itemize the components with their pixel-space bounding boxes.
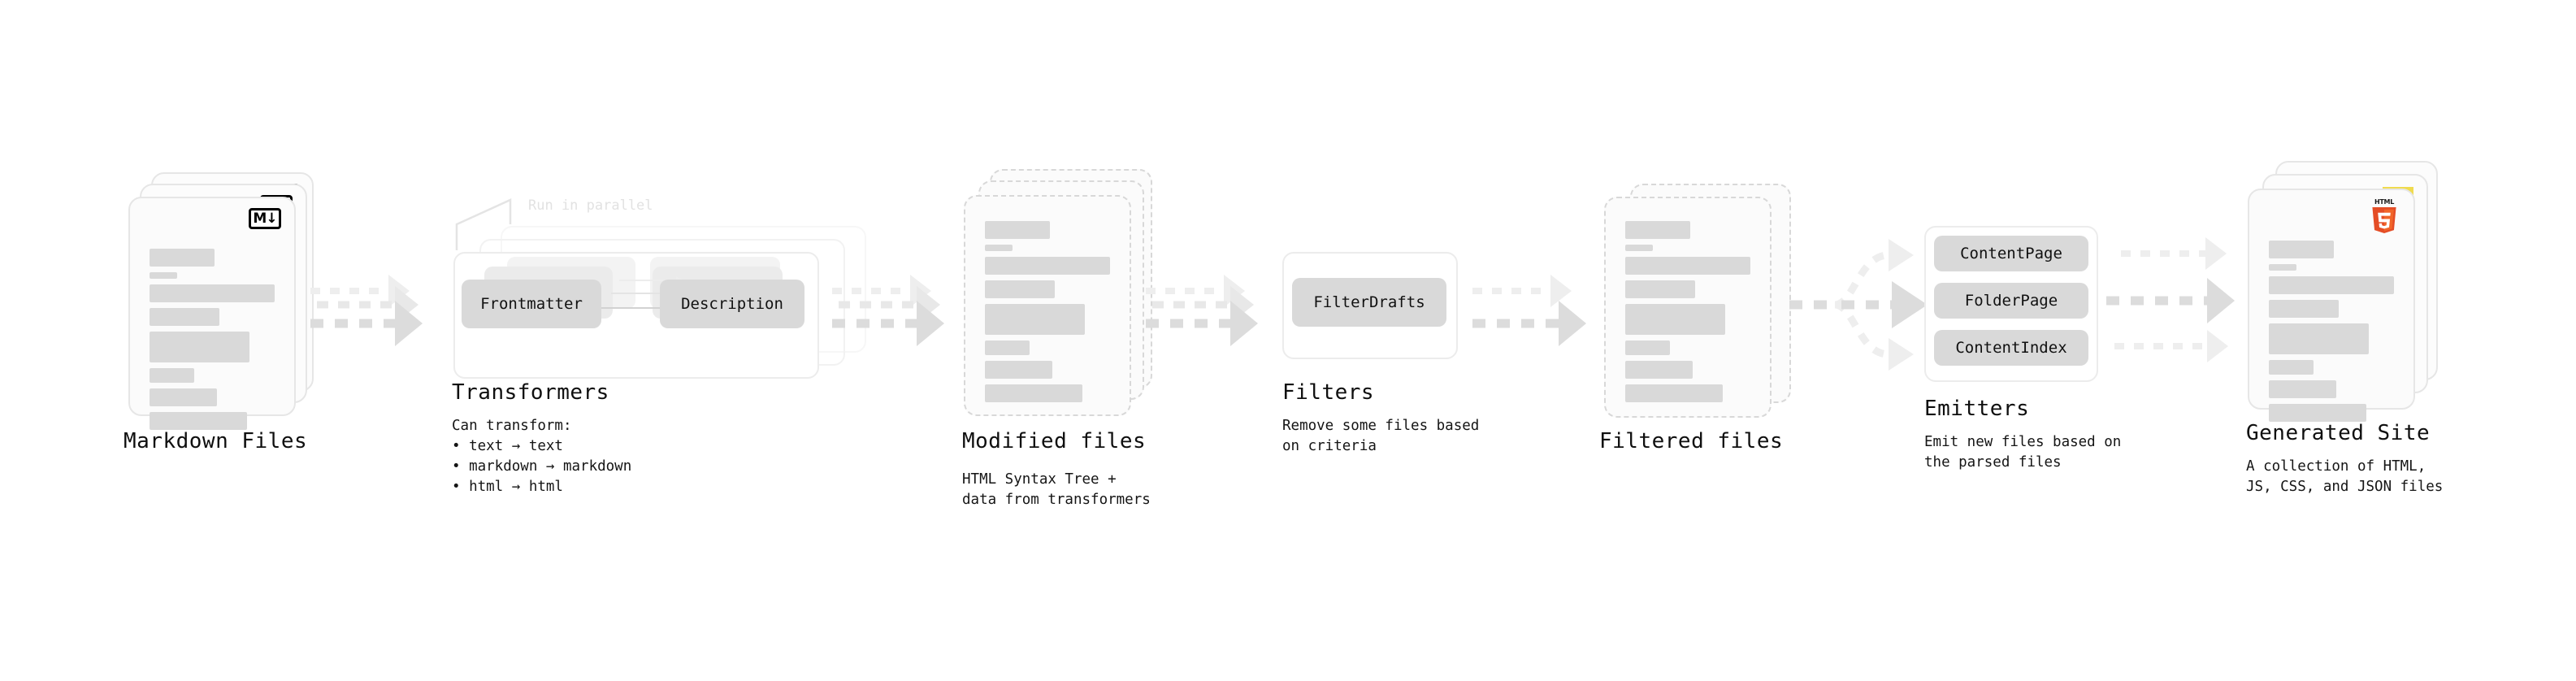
placeholder-line [985,384,1083,402]
filtered-files-title: Filtered files [1599,429,1784,453]
placeholder-line [150,412,248,430]
placeholder-line [1625,257,1750,275]
placeholder-line [2269,380,2337,398]
doc-placeholder-lines [985,221,1110,402]
generated-site-card-front: HTML [2248,189,2415,422]
placeholder-line [1625,221,1691,239]
placeholder-line [1625,304,1726,335]
html5-shield-icon [2372,206,2396,234]
connector-arrow [2121,237,2235,270]
branching-connector [1789,239,1928,371]
placeholder-line [1625,280,1696,298]
connector-arrow [1472,301,1588,346]
filter-chip-filterdrafts[interactable]: FilterDrafts [1292,278,1446,327]
placeholder-line [985,280,1056,298]
connector-arrow [832,301,946,346]
modified-files-subtitle: HTML Syntax Tree + data from transformer… [962,471,1151,508]
transformers-subtitle: Can transform: • text → text • markdown … [452,418,632,495]
transformer-chip-frontmatter[interactable]: Frontmatter [462,280,601,328]
doc-placeholder-lines [150,249,275,430]
placeholder-line [1625,340,1671,355]
transformer-flow-arrow [601,307,670,309]
markdown-files-title: Markdown Files [124,429,308,453]
placeholder-line [2269,404,2367,422]
placeholder-line [150,332,250,362]
placeholder-line [985,221,1051,239]
generated-site-subtitle: A collection of HTML, JS, CSS, and JSON … [2246,458,2444,495]
placeholder-line [2269,360,2314,375]
placeholder-line [2269,323,2370,354]
html5-badge-caption: HTML [2374,198,2394,206]
markdown-badge-icon: M↓ [249,208,281,229]
generated-site-title: Generated Site [2246,421,2431,445]
placeholder-line [985,304,1086,335]
emitters-title: Emitters [1924,397,2030,421]
placeholder-line [150,272,177,279]
filters-title: Filters [1282,380,1375,405]
placeholder-line [150,249,215,267]
placeholder-line [985,245,1013,251]
modified-files-title: Modified files [962,429,1147,453]
placeholder-line [150,308,220,326]
emitter-chip-folderpage[interactable]: FolderPage [1934,283,2088,319]
markdown-file-card-front: M↓ [128,197,296,430]
run-in-parallel-label: Run in parallel [528,197,653,214]
placeholder-line [150,388,218,406]
placeholder-line [2269,264,2296,271]
modified-file-card-front [964,195,1131,416]
placeholder-line [985,340,1030,355]
placeholder-line [1625,384,1724,402]
placeholder-line [150,284,275,302]
html5-badge-icon: HTML [2368,198,2400,234]
placeholder-line [985,361,1053,379]
connector-arrow [310,301,424,346]
placeholder-line [150,368,195,383]
transformers-title: Transformers [452,380,609,405]
placeholder-line [2269,276,2394,294]
filters-subtitle: Remove some files based on criteria [1282,418,1480,454]
filtered-file-card-front [1604,197,1772,418]
transformer-flow-arrow [619,280,683,281]
doc-placeholder-lines [2269,241,2394,422]
run-in-parallel-bracket-icon [455,198,512,250]
placeholder-line [1625,361,1693,379]
placeholder-line [2269,300,2340,318]
connector-arrow [2106,278,2236,323]
emitter-chip-contentindex[interactable]: ContentIndex [1934,330,2088,366]
placeholder-line [985,257,1110,275]
connector-arrow [1146,301,1260,346]
placeholder-line [2269,241,2335,258]
transformer-chip-description[interactable]: Description [660,280,804,328]
emitters-subtitle: Emit new files based on the parsed files [1924,434,2122,471]
transformer-flow-arrow [611,293,674,294]
connector-arrow [2114,330,2236,362]
placeholder-line [1625,245,1653,251]
emitter-chip-contentpage[interactable]: ContentPage [1934,236,2088,271]
doc-placeholder-lines [1625,221,1750,402]
